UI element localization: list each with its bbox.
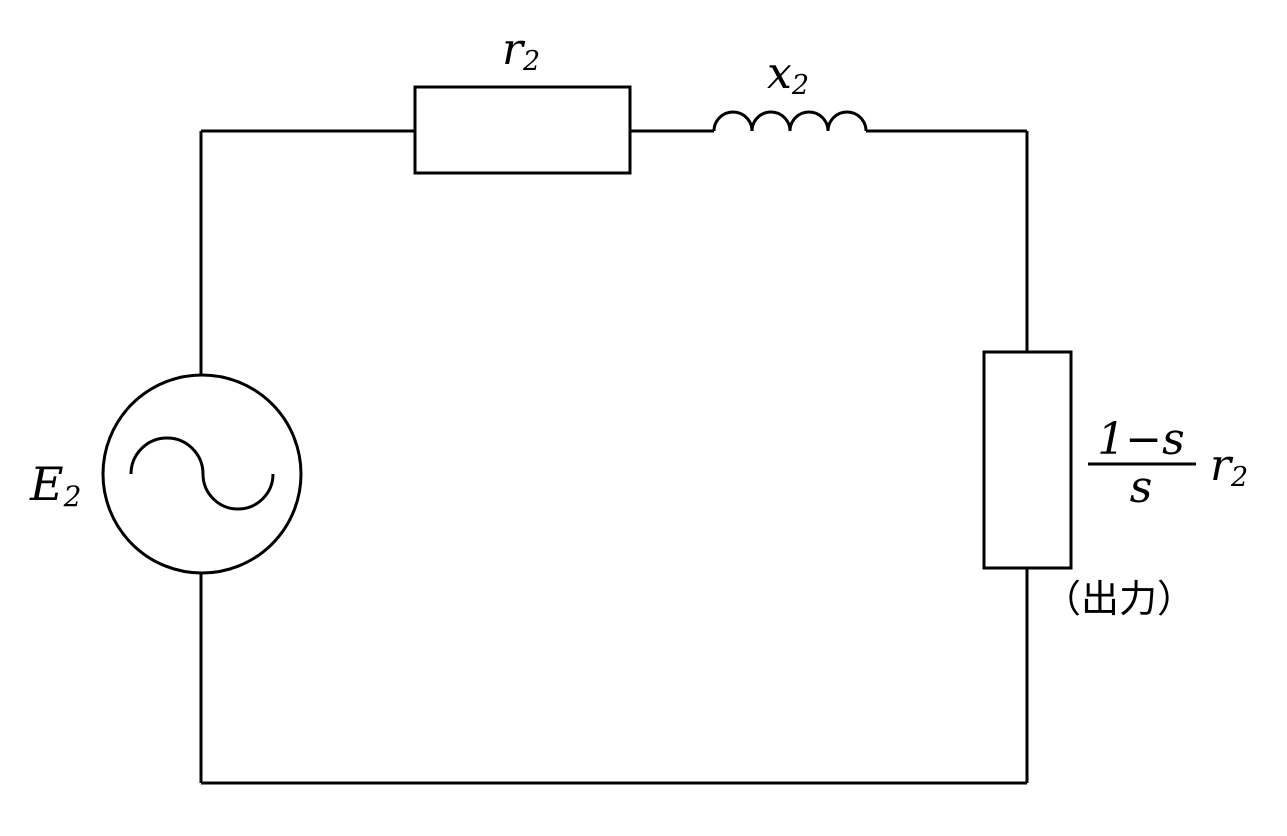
label-output-note: （出力）: [1043, 577, 1195, 621]
label-load-denominator: s: [1130, 462, 1153, 513]
label-r2-top-main: r: [502, 24, 526, 75]
label-x2: x2: [767, 48, 809, 101]
label-x2-sub: 2: [791, 70, 809, 101]
label-e2: E2: [29, 457, 81, 513]
load-resistor-icon: [982, 350, 1073, 570]
wires: [199, 129, 1029, 785]
inductor-icon: [712, 110, 868, 132]
label-x2-main: x: [767, 48, 792, 99]
label-e2-main: E: [29, 457, 64, 511]
resistor-icon: [413, 85, 632, 175]
label-load-formula: 1−s s r2: [1088, 414, 1248, 513]
label-load-factor: r2: [1210, 440, 1248, 493]
label-r2-top-sub: 2: [522, 46, 540, 77]
label-e2-sub: 2: [63, 480, 82, 513]
label-r2-top: r2: [502, 24, 540, 77]
label-load-factor-sub: 2: [1230, 462, 1248, 493]
ac-voltage-source-icon: [101, 373, 303, 575]
label-load-numerator: 1−s: [1097, 414, 1184, 465]
label-load-factor-main: r: [1210, 440, 1234, 491]
